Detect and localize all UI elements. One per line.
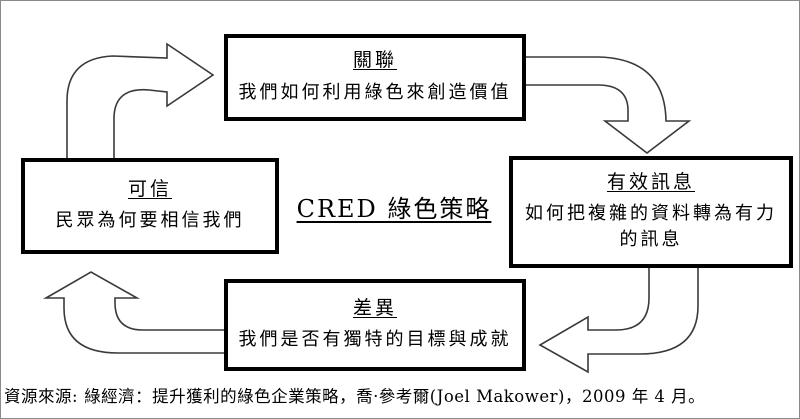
source-caption-label: 資源來源:	[4, 387, 79, 406]
box-relevance-title: 關聯	[352, 49, 397, 72]
box-credible: 可信 民眾為何要相信我們	[21, 158, 279, 254]
box-effective-message: 有效訊息 如何把複雜的資料轉為有力的訊息	[509, 156, 793, 268]
bent-arrow-right-down-icon	[524, 56, 692, 155]
box-relevance-desc: 我們如何利用綠色來創造價值	[238, 81, 512, 103]
box-effective-message-desc: 如何把複雜的資料轉為有力的訊息	[525, 203, 777, 251]
bent-arrow-down-left-icon	[538, 265, 699, 374]
box-relevance: 關聯 我們如何利用綠色來創造價值	[224, 34, 526, 121]
bent-arrow-up-right-icon	[66, 42, 215, 161]
box-difference-desc: 我們是否有獨特的目標與成就	[238, 329, 512, 351]
diagram-title: CRED 綠色策略	[296, 195, 492, 223]
box-effective-message-title: 有效訊息	[606, 170, 695, 193]
source-caption-text: 綠經濟：提升獲利的綠色企業策略，喬·參考爾(Joel Makower)，2009…	[84, 387, 706, 406]
box-credible-title: 可信	[127, 177, 172, 200]
box-difference-title: 差異	[352, 296, 397, 319]
box-credible-desc: 民眾為何要相信我們	[55, 210, 245, 232]
box-difference: 差異 我們是否有獨特的目標與成就	[224, 279, 526, 371]
bent-arrow-left-up-icon	[43, 271, 227, 354]
source-caption: 資源來源: 綠經濟：提升獲利的綠色企業策略，喬·參考爾(Joel Makower)…	[4, 383, 799, 407]
